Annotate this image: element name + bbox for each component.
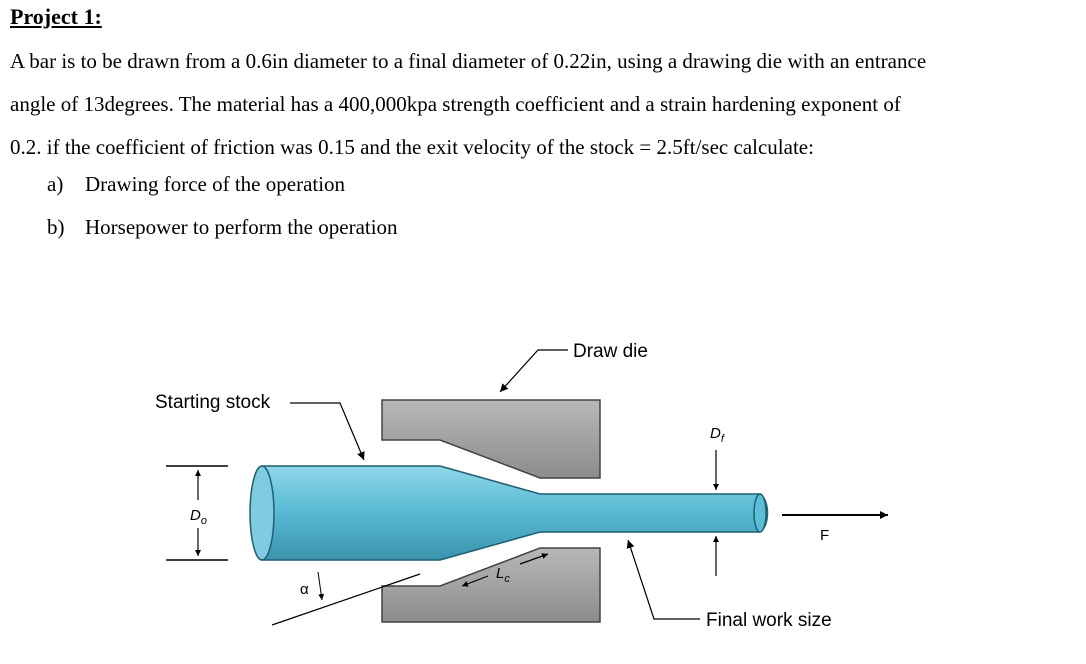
df-label: Df: [710, 425, 725, 445]
final-work-size-label: Final work size: [706, 610, 832, 631]
list-text-b: Horsepower to perform the operation: [85, 215, 398, 239]
lc-label: Lc: [496, 565, 510, 585]
problem-line-1: A bar is to be drawn from a 0.6in diamet…: [10, 49, 927, 73]
problem-line-2: angle of 13degrees. The material has a 4…: [10, 92, 901, 116]
wire-drawing-diagram: Do Starting stock Draw die Df F Final wo…: [155, 341, 888, 631]
force-label: F: [820, 527, 829, 544]
lower-die: [381, 547, 601, 623]
starting-stock-leader: [290, 402, 365, 461]
lc-arrow-right: [519, 553, 549, 565]
draw-die-leader: [499, 349, 568, 393]
list-marker-b: b): [47, 215, 65, 239]
list-marker-a: a): [47, 172, 64, 196]
bar-final-end: [753, 493, 767, 533]
bar-start-end: [249, 465, 275, 561]
alpha-label: α: [300, 581, 309, 598]
alpha-reference-line: [271, 573, 421, 626]
lc-arrow-left: [461, 575, 489, 587]
problem-statement: A bar is to be drawn from a 0.6in diamet…: [10, 40, 1080, 169]
upper-die: [381, 399, 601, 479]
alpha-arc-arrow: [317, 571, 325, 601]
list-item-b: b) Horsepower to perform the operation: [47, 215, 398, 240]
final-work-size-leader: [626, 539, 700, 620]
problem-line-3: 0.2. if the coefficient of friction was …: [10, 135, 814, 159]
draw-die-label: Draw die: [573, 341, 648, 362]
starting-stock-label: Starting stock: [155, 392, 271, 413]
list-item-a: a) Drawing force of the operation: [47, 172, 345, 197]
project-title: Project 1:: [10, 4, 102, 29]
workpiece-bar: [250, 465, 769, 561]
d0-label: Do: [190, 507, 207, 527]
list-text-a: Drawing force of the operation: [85, 172, 346, 196]
